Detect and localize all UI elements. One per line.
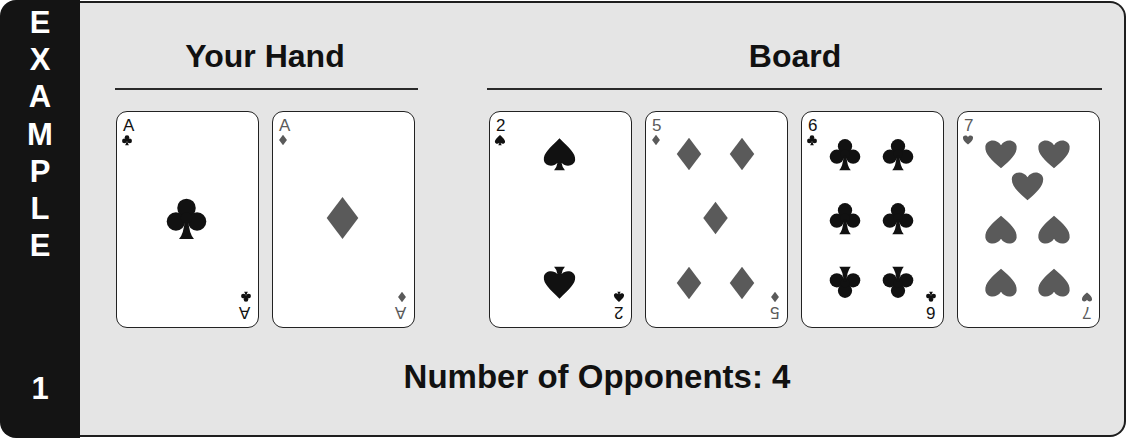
card-rank: 2 [614, 304, 623, 321]
playing-card: AA [272, 111, 415, 328]
card-rank: 5 [770, 304, 779, 321]
heart-pip [963, 136, 973, 145]
heart-pip [1039, 269, 1070, 297]
section-heading: Board [749, 40, 841, 72]
diamond-pip [730, 138, 754, 171]
playing-card: 77 [957, 111, 1100, 328]
card-pips [645, 111, 787, 327]
diamond-pip [279, 135, 287, 146]
diamond-pip [327, 197, 359, 239]
heart-pip [1082, 293, 1092, 302]
playing-card: AA [116, 111, 259, 328]
card-rank: 5 [652, 117, 661, 134]
club-pip [830, 203, 861, 234]
club-pip [167, 199, 207, 239]
club-pip [883, 267, 914, 298]
club-pip [830, 139, 861, 170]
spade-pip [544, 267, 575, 299]
playing-card: 66 [801, 111, 944, 328]
playing-card: 22 [489, 111, 632, 328]
diamond-pip [771, 292, 779, 303]
club-pip [926, 292, 936, 302]
diamond-pip [398, 292, 406, 303]
card-rank: A [279, 117, 290, 134]
spade-pip [544, 139, 575, 171]
diamond-pip [652, 135, 660, 146]
example-number: 1 [25, 370, 56, 407]
card-rank: 7 [1082, 304, 1091, 321]
card-pips [272, 111, 414, 327]
heart-pip [1012, 173, 1043, 201]
diamond-pip [677, 267, 701, 300]
heart-pip [1039, 141, 1070, 169]
card-pips [489, 111, 631, 327]
heart-pip [986, 269, 1017, 297]
card-rank: A [239, 304, 250, 321]
diamond-pip [730, 267, 754, 300]
diamond-pip [677, 138, 701, 171]
card-pips [116, 111, 258, 327]
club-pip [807, 136, 817, 146]
card-rank: 6 [926, 304, 935, 321]
card-rank: 2 [496, 117, 505, 134]
heart-pip [986, 141, 1017, 169]
example-panel: Your HandBoardNumber of Opponents: 4AAAA… [80, 1, 1126, 437]
example-label: EXAMPLE [25, 4, 56, 264]
card-rank: 7 [964, 117, 973, 134]
club-pip [883, 139, 914, 170]
club-pip [830, 267, 861, 298]
club-pip [122, 136, 132, 146]
card-pips [957, 111, 1099, 327]
underline [487, 88, 1102, 90]
card-rank: A [395, 304, 406, 321]
opponents-note: Number of Opponents: 4 [404, 360, 791, 393]
spade-pip [614, 292, 624, 302]
card-pips [801, 111, 943, 327]
heart-pip [1039, 216, 1070, 244]
heart-pip [986, 216, 1017, 244]
underline [115, 88, 418, 90]
card-rank: A [123, 117, 134, 134]
club-pip [883, 203, 914, 234]
club-pip [241, 292, 251, 302]
playing-card: 55 [645, 111, 788, 328]
section-heading: Your Hand [185, 40, 344, 72]
example-bar: EXAMPLE 1 [0, 0, 80, 438]
card-rank: 6 [808, 117, 817, 134]
spade-pip [495, 135, 505, 145]
diamond-pip [704, 202, 728, 235]
